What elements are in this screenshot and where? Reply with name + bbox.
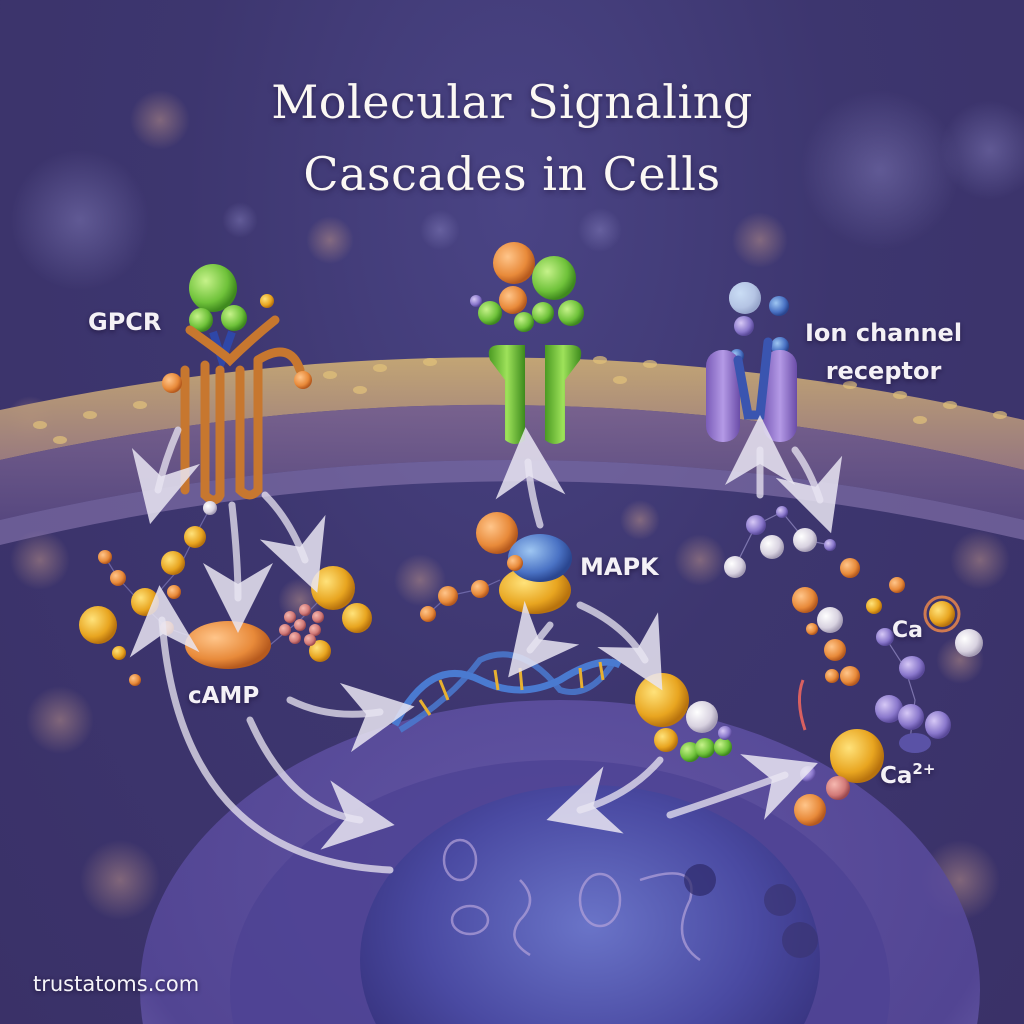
tyrosine-kinase-receptor	[470, 242, 584, 444]
camp-molecules	[79, 501, 372, 686]
signaling-arrows	[129, 415, 843, 874]
mapk-complex	[420, 512, 572, 622]
label-ion-channel-line-2: receptor	[825, 357, 942, 385]
title-line-1: Molecular Signaling	[271, 75, 753, 129]
nuclear-pore-complex	[635, 673, 732, 762]
background-bokeh	[6, 90, 1024, 920]
label-calcium-ion: Ca2+	[880, 760, 935, 789]
title-line-2: Cascades in Cells	[303, 147, 721, 201]
label-calcium: Ca	[892, 618, 923, 643]
label-ion-channel-receptor: Ion channel receptor	[805, 314, 962, 390]
label-gpcr: GPCR	[88, 308, 162, 336]
diagram-title: Molecular Signaling Cascades in Cells	[0, 66, 1024, 210]
watermark: trustatoms.com	[33, 972, 200, 996]
ion-channel-receptor	[706, 282, 797, 442]
calcium-ion-charge: 2+	[912, 760, 936, 778]
label-camp: cAMP	[188, 683, 260, 709]
label-mapk: MAPK	[580, 553, 659, 581]
label-ion-channel-line-1: Ion channel	[805, 319, 963, 347]
calcium-ion-symbol: Ca	[880, 763, 913, 789]
gpcr-receptor	[162, 264, 312, 505]
